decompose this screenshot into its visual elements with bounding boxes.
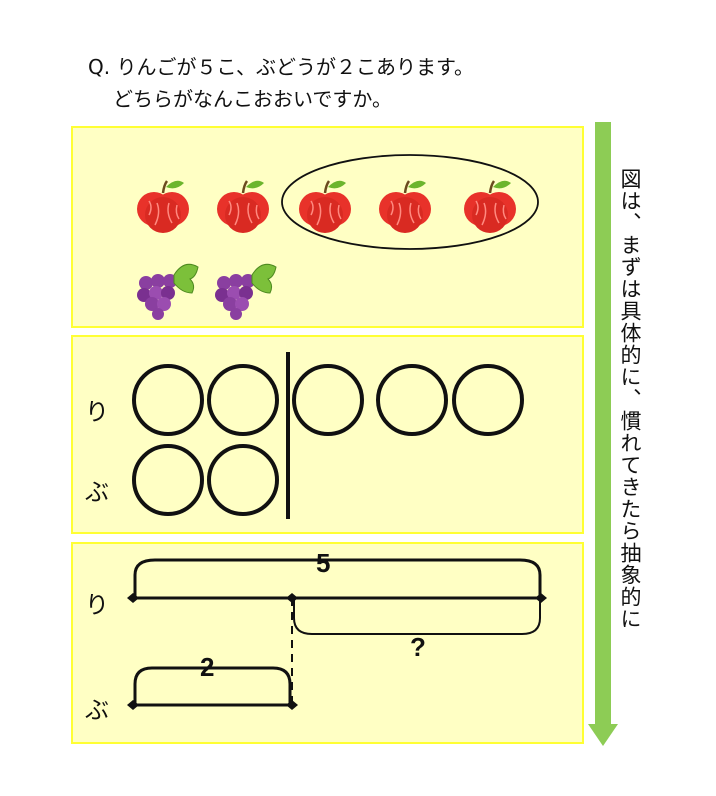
apple-circle	[452, 364, 524, 436]
apple-circle	[292, 364, 364, 436]
grape-circle	[207, 444, 279, 516]
tape-panel: り ぶ 5 ? 2	[71, 542, 584, 744]
question: Q. りんごが５こ、ぶどうが２こあります。 どちらがなんこおおいですか。	[88, 55, 474, 111]
apple-circle	[376, 364, 448, 436]
apple-circle	[207, 364, 279, 436]
grape-brace	[133, 666, 292, 703]
side-caption: 図は、まずは具体的に、慣れてきたら抽象的に	[618, 168, 642, 630]
grouping-ellipse	[281, 154, 539, 250]
difference-brace	[293, 600, 541, 635]
difference-value: ?	[410, 632, 426, 662]
grape-circle	[132, 444, 204, 516]
label-apple: り	[85, 591, 109, 619]
question-line-1: Q. りんごが５こ、ぶどうが２こあります。	[88, 55, 474, 79]
label-grape: ぶ	[85, 478, 109, 506]
concrete-panel	[71, 126, 584, 328]
apple-circle	[132, 364, 204, 436]
grape-value: 2	[200, 652, 214, 682]
apple-brace	[133, 558, 542, 596]
circles-panel: り ぶ	[71, 335, 584, 534]
label-grape: ぶ	[85, 696, 109, 724]
apple-value: 5	[316, 548, 330, 578]
question-line-2: どちらがなんこおおいですか。	[113, 87, 392, 111]
down-arrow-icon	[588, 122, 618, 746]
label-apple: り	[85, 398, 109, 426]
